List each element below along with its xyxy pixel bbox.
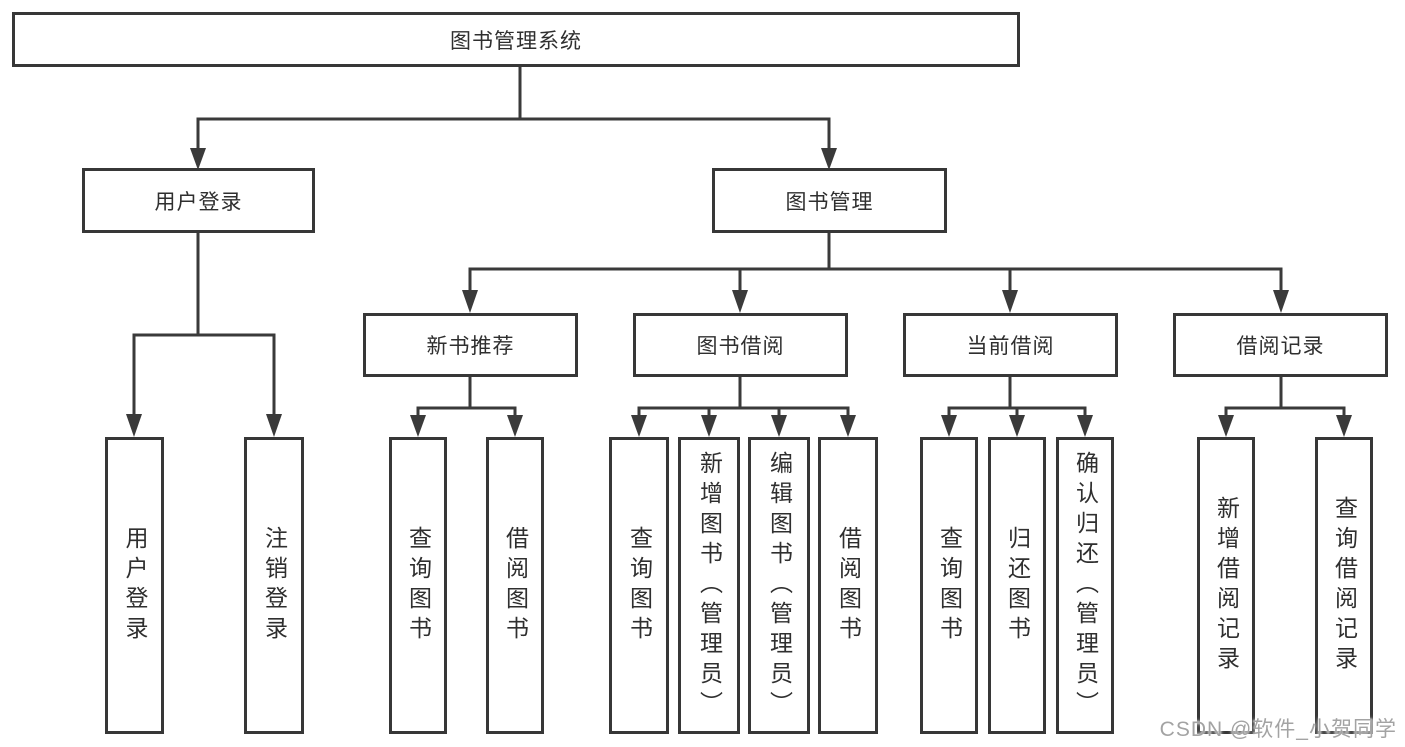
node-user-login-label: 用户登录 [154, 190, 243, 214]
leaf-recommend-query-book: 查询图书 [389, 437, 447, 734]
node-book-borrow-label: 图书借阅 [696, 335, 785, 358]
leaf-edit-book-admin: 编辑图书（管理员） [748, 437, 810, 734]
leaf-confirm-return-admin-label: 确认归还（管理员） [1072, 450, 1099, 721]
node-root: 图书管理系统 [12, 12, 1020, 67]
leaf-logout-label: 注销登录 [261, 525, 288, 646]
arrowhead [507, 415, 523, 437]
arrowhead [1077, 415, 1093, 437]
leaf-recommend-borrow-book-label: 借阅图书 [502, 525, 529, 646]
arrowhead [1009, 415, 1025, 437]
leaf-query-borrow-record-label: 查询借阅记录 [1331, 495, 1358, 676]
leaf-add-book-admin-label: 新增图书（管理员） [696, 450, 723, 721]
arrowhead [771, 415, 787, 437]
arrowhead [1273, 290, 1289, 313]
leaf-edit-book-admin-label: 编辑图书（管理员） [766, 450, 793, 721]
leaf-return-book-label: 归还图书 [1004, 525, 1031, 646]
arrowhead [1336, 415, 1352, 437]
arrowhead [701, 415, 717, 437]
arrowhead [631, 415, 647, 437]
arrowhead [266, 414, 282, 437]
leaf-add-borrow-record-label: 新增借阅记录 [1213, 495, 1240, 676]
leaf-borrow-query-book: 查询图书 [609, 437, 669, 734]
leaf-user-login-label: 用户登录 [122, 525, 148, 646]
arrowhead-manage [821, 148, 837, 170]
leaf-recommend-query-book-label: 查询图书 [405, 525, 432, 646]
leaf-add-book-admin: 新增图书（管理员） [678, 437, 740, 734]
leaf-borrow-book: 借阅图书 [818, 437, 878, 734]
csdn-watermark: CSDN @软件_小贺同学 [1159, 718, 1397, 741]
leaf-borrow-query-book-label: 查询图书 [626, 525, 653, 646]
leaf-current-query-book: 查询图书 [920, 437, 978, 734]
leaf-current-query-book-label: 查询图书 [936, 525, 963, 646]
node-new-book-recommend-label: 新书推荐 [426, 335, 515, 358]
leaf-recommend-borrow-book: 借阅图书 [486, 437, 544, 734]
arrowhead [941, 415, 957, 437]
node-book-manage-label: 图书管理 [785, 190, 874, 214]
arrowhead [840, 415, 856, 437]
node-borrow-record: 借阅记录 [1173, 313, 1388, 377]
node-new-book-recommend: 新书推荐 [363, 313, 578, 377]
arrowhead [410, 415, 426, 437]
arrowhead [462, 290, 478, 313]
leaf-add-borrow-record: 新增借阅记录 [1197, 437, 1255, 734]
node-root-label: 图书管理系统 [450, 29, 582, 53]
leaf-query-borrow-record: 查询借阅记录 [1315, 437, 1373, 734]
arrowhead [126, 414, 142, 437]
node-book-manage: 图书管理 [712, 168, 947, 233]
arrowhead [732, 290, 748, 313]
arrowhead [1002, 290, 1018, 313]
node-current-borrow-label: 当前借阅 [966, 335, 1055, 358]
arrowhead-login [190, 148, 206, 170]
node-borrow-record-label: 借阅记录 [1236, 335, 1325, 358]
node-user-login: 用户登录 [82, 168, 315, 233]
leaf-confirm-return-admin: 确认归还（管理员） [1056, 437, 1114, 734]
arrowhead [1218, 415, 1234, 437]
node-current-borrow: 当前借阅 [903, 313, 1118, 377]
leaf-return-book: 归还图书 [988, 437, 1046, 734]
leaf-user-login: 用户登录 [105, 437, 164, 734]
node-book-borrow: 图书借阅 [633, 313, 848, 377]
leaf-borrow-book-label: 借阅图书 [835, 525, 862, 646]
leaf-logout: 注销登录 [244, 437, 304, 734]
